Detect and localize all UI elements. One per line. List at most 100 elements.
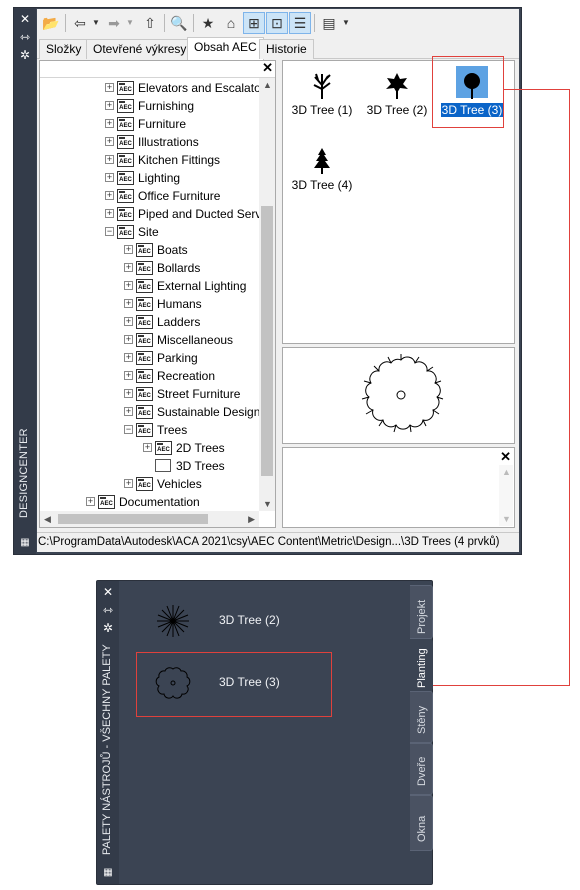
tree-item-label: Furnishing xyxy=(138,99,195,113)
toolbar-separator xyxy=(193,14,194,32)
expand-plus-icon[interactable]: + xyxy=(105,118,114,128)
aec-folder-icon: AEC xyxy=(136,297,153,311)
tree-item-label: Humans xyxy=(157,297,202,311)
expand-plus-icon[interactable]: + xyxy=(105,154,114,164)
folder-tree[interactable]: ✕ + AEC Elevators and Escalators + AEC F… xyxy=(39,60,276,528)
tree-horizontal-scrollbar[interactable]: ◀ ▶ xyxy=(40,511,259,527)
up-folder-icon[interactable]: ⇧ xyxy=(144,15,156,31)
close-icon[interactable]: ✕ xyxy=(19,12,31,26)
aec-folder-icon: AEC xyxy=(136,387,153,401)
tab-label: Okna xyxy=(416,815,428,842)
home-icon[interactable]: ⌂ xyxy=(226,15,236,31)
tool-palette-item[interactable]: 3D Tree (2) xyxy=(149,601,339,641)
expand-plus-icon[interactable]: + xyxy=(124,388,133,398)
scroll-right-icon[interactable]: ▶ xyxy=(248,514,255,524)
tool-palettes-titlebar[interactable]: ✕ ⇿ ✲ PALETY NÁSTROJŮ - VŠECHNY PALETY ▦ xyxy=(97,581,119,884)
collapse-minus-icon[interactable]: − xyxy=(124,424,133,434)
close-icon[interactable]: ✕ xyxy=(102,585,114,599)
tab-label: Projekt xyxy=(416,599,428,634)
properties-gear-icon[interactable]: ✲ xyxy=(102,621,114,635)
back-arrow-icon[interactable]: ⇦ xyxy=(74,15,86,31)
grip-icon[interactable]: ▦ xyxy=(20,537,30,548)
callout-line xyxy=(504,89,570,90)
tree-item-label: Parking xyxy=(157,351,198,365)
expand-plus-icon[interactable]: + xyxy=(124,244,133,254)
tab-projekt[interactable]: Projekt xyxy=(410,585,433,639)
expand-plus-icon[interactable]: + xyxy=(124,370,133,380)
content-item[interactable]: 3D Tree (2) xyxy=(362,65,432,125)
expand-plus-icon[interactable]: + xyxy=(124,352,133,362)
content-item-label: 3D Tree (3) xyxy=(440,103,504,117)
content-palette[interactable]: 3D Tree (1) 3D Tree (2) 3D Tree (3) xyxy=(282,60,515,344)
tab-okna[interactable]: Okna xyxy=(410,795,433,851)
auto-hide-icon[interactable]: ⇿ xyxy=(102,603,114,617)
tree-view-toggle-icon[interactable]: ⊞ xyxy=(243,12,265,34)
tab-label: Planting xyxy=(416,648,428,688)
expand-plus-icon[interactable]: + xyxy=(105,100,114,110)
aec-folder-icon: AEC xyxy=(136,423,153,437)
back-dropdown-icon[interactable]: ▼ xyxy=(92,18,100,27)
close-icon[interactable]: ✕ xyxy=(262,60,273,75)
views-icon[interactable]: ▤ xyxy=(322,15,336,31)
expand-plus-icon[interactable]: + xyxy=(124,298,133,308)
expand-plus-icon[interactable]: + xyxy=(143,442,152,452)
expand-plus-icon[interactable]: + xyxy=(124,262,133,272)
tab-steny[interactable]: Stěny xyxy=(410,691,433,743)
expand-plus-icon[interactable]: + xyxy=(105,208,114,218)
content-item-selected[interactable]: 3D Tree (3) xyxy=(437,65,507,125)
views-dropdown-icon[interactable]: ▼ xyxy=(342,18,350,27)
tree-item-label: Elevators and Escalators xyxy=(138,81,271,95)
preview-toggle-icon[interactable]: ⊡ xyxy=(266,12,288,34)
forward-dropdown-icon[interactable]: ▼ xyxy=(126,18,134,27)
properties-gear-icon[interactable]: ✲ xyxy=(19,48,31,62)
expand-plus-icon[interactable]: + xyxy=(105,82,114,92)
aec-folder-icon: AEC xyxy=(117,81,134,95)
description-pane: ✕ ▲ ▼ xyxy=(282,447,515,528)
tree-vertical-scrollbar[interactable]: ▲ ▼ xyxy=(259,78,275,511)
scroll-thumb[interactable] xyxy=(58,514,208,524)
expand-plus-icon[interactable]: + xyxy=(105,172,114,182)
tab-folders[interactable]: Složky xyxy=(39,39,89,59)
tab-history[interactable]: Historie xyxy=(259,39,314,59)
aec-folder-icon: AEC xyxy=(136,261,153,275)
forward-arrow-icon[interactable]: ➡ xyxy=(108,15,120,31)
description-toggle-icon[interactable]: ☰ xyxy=(289,12,311,34)
collapse-minus-icon[interactable]: − xyxy=(105,226,114,236)
content-item[interactable]: 3D Tree (4) xyxy=(287,140,357,200)
scroll-down-icon[interactable]: ▼ xyxy=(502,514,511,524)
tree-item-label: Piped and Ducted Services xyxy=(138,207,276,221)
tool-palette-item[interactable]: 3D Tree (3) xyxy=(149,663,339,703)
tool-palettes-window: ✕ ⇿ ✲ PALETY NÁSTROJŮ - VŠECHNY PALETY ▦… xyxy=(96,580,433,885)
load-folder-icon[interactable]: 📂 xyxy=(42,15,60,31)
grip-icon[interactable]: ▦ xyxy=(103,867,113,878)
expand-plus-icon[interactable]: + xyxy=(124,334,133,344)
tab-dvere[interactable]: Dveře xyxy=(410,743,433,795)
tree-item-label: Street Furniture xyxy=(157,387,241,401)
description-scrollbar[interactable]: ▲ ▼ xyxy=(499,465,513,526)
close-icon[interactable]: ✕ xyxy=(500,449,511,464)
scroll-up-icon[interactable]: ▲ xyxy=(502,467,511,477)
designcenter-titlebar[interactable]: ✕ ⇿ ✲ DESIGNCENTER ▦ xyxy=(14,8,36,554)
content-item[interactable]: 3D Tree (1) xyxy=(287,65,357,125)
expand-plus-icon[interactable]: + xyxy=(124,280,133,290)
scroll-down-icon[interactable]: ▼ xyxy=(263,499,272,509)
expand-plus-icon[interactable]: + xyxy=(124,478,133,488)
expand-plus-icon[interactable]: + xyxy=(86,496,95,506)
expand-plus-icon[interactable]: + xyxy=(105,136,114,146)
favorites-icon[interactable]: ★ xyxy=(201,15,215,31)
tree-item-label: Furniture xyxy=(138,117,187,131)
tab-open-drawings[interactable]: Otevřené výkresy xyxy=(86,39,194,59)
expand-plus-icon[interactable]: + xyxy=(124,316,133,326)
expand-plus-icon[interactable]: + xyxy=(124,406,133,416)
status-bar: C:\ProgramData\Autodesk\ACA 2021\csy\AEC… xyxy=(37,532,519,552)
aec-folder-icon: AEC xyxy=(136,279,153,293)
scroll-left-icon[interactable]: ◀ xyxy=(44,514,51,524)
expand-plus-icon[interactable]: + xyxy=(105,190,114,200)
scroll-thumb[interactable] xyxy=(261,206,273,476)
tab-planting[interactable]: Planting xyxy=(410,639,433,691)
auto-hide-icon[interactable]: ⇿ xyxy=(19,30,31,44)
toolbar-separator xyxy=(65,14,66,32)
search-icon[interactable]: 🔍 xyxy=(170,15,188,31)
scroll-up-icon[interactable]: ▲ xyxy=(263,80,272,90)
tab-aec-content[interactable]: Obsah AEC xyxy=(187,37,264,60)
